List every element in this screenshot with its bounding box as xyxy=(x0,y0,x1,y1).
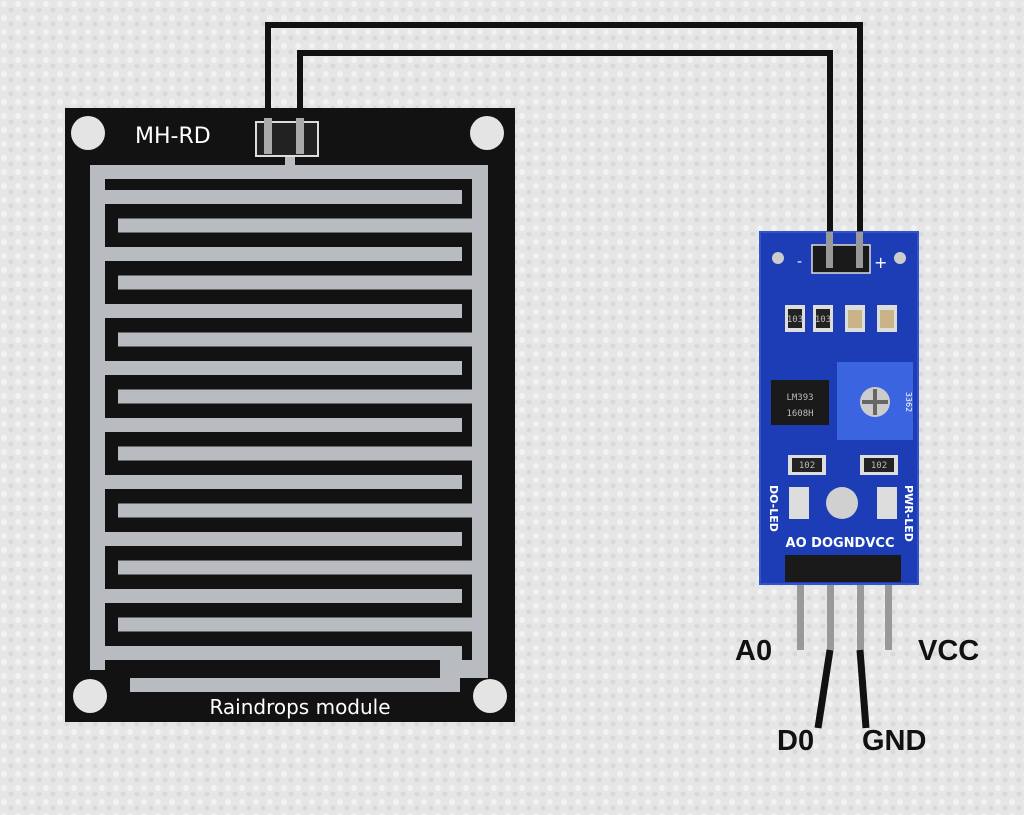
resistor-label: 102 xyxy=(799,461,815,471)
mounting-hole xyxy=(71,116,105,150)
chip-label: LM393 xyxy=(786,393,813,403)
trace-segment xyxy=(118,332,472,347)
trace-segment xyxy=(105,304,462,318)
mounting-hole xyxy=(73,679,107,713)
mounting-hole xyxy=(470,116,504,150)
trace-segment xyxy=(105,646,462,660)
trace-segment xyxy=(118,389,472,404)
mounting-hole xyxy=(473,679,507,713)
trace-segment xyxy=(118,275,472,290)
board-top-label: MH-RD xyxy=(135,124,211,149)
trace-segment xyxy=(105,190,462,204)
lm393-chip xyxy=(771,380,829,425)
trace-segment xyxy=(285,150,295,170)
sensor-traces xyxy=(90,150,488,692)
output-header xyxy=(785,555,901,582)
minus-silk: - xyxy=(797,254,802,270)
pwr-led-silk: PWR-LED xyxy=(902,485,915,542)
trace-segment xyxy=(472,165,488,670)
trace-segment xyxy=(105,532,462,546)
comparator-module: - + 103 103 LM393 1608H 3362 102 102 DO-… xyxy=(759,231,919,585)
do-led-silk: DO-LED xyxy=(767,485,780,532)
trace-segment xyxy=(105,361,462,375)
pin-label-gnd: GND xyxy=(862,725,926,757)
trace-segment xyxy=(105,418,462,432)
trace-segment xyxy=(118,446,472,461)
chip-label: 1608H xyxy=(786,409,813,419)
trace-segment xyxy=(118,503,472,518)
trace-segment xyxy=(105,475,462,489)
pin-label-a0: A0 xyxy=(735,635,772,667)
trace-segment xyxy=(90,165,105,670)
trace-segment xyxy=(105,247,462,261)
potentiometer-label: 3362 xyxy=(904,392,913,412)
pin-header-silk: AO DOGNDVCC xyxy=(786,536,895,551)
trace-segment xyxy=(105,589,462,603)
d0-wire xyxy=(814,649,834,729)
board-bottom-label: Raindrops module xyxy=(209,695,390,719)
plus-silk: + xyxy=(874,253,887,272)
trace-segment xyxy=(118,617,472,632)
trace-segment xyxy=(118,218,472,233)
resistor-label: 103 xyxy=(815,315,831,325)
resistor-label: 103 xyxy=(787,315,803,325)
wire-outer xyxy=(265,22,863,245)
raindrops-sensor-board: MH-RD Raindrops module xyxy=(65,108,515,722)
trace-segment xyxy=(130,678,460,692)
resistor-label: 102 xyxy=(871,461,887,471)
gnd-wire xyxy=(856,649,870,729)
trace-segment xyxy=(90,165,488,179)
pin-label-d0: D0 xyxy=(777,725,814,757)
trace-segment xyxy=(118,560,472,575)
trace-segment xyxy=(440,660,488,678)
pin-label-vcc: VCC xyxy=(918,635,979,667)
output-pins xyxy=(797,578,892,729)
wire-inner xyxy=(297,50,833,245)
do-led xyxy=(789,487,809,519)
pwr-led xyxy=(877,487,897,519)
